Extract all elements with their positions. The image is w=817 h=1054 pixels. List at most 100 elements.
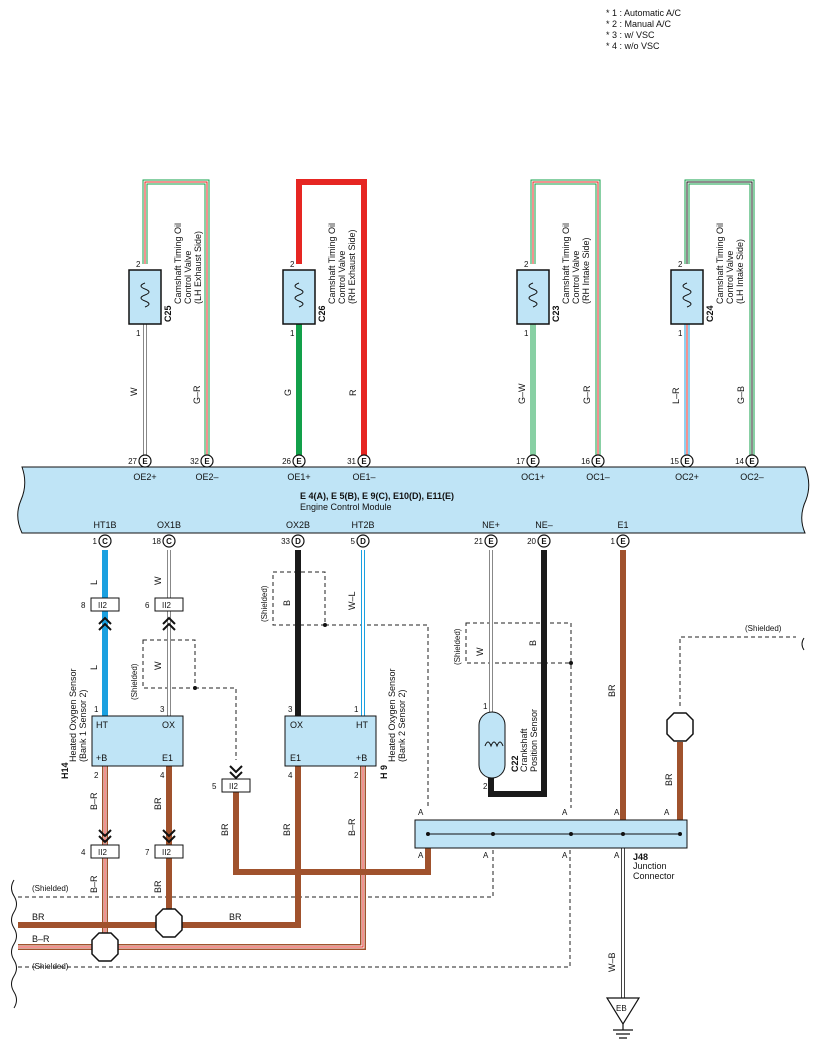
wire-label-gr-2: G–R [582,385,592,404]
h14-label-1: Heated Oxygen Sensor [68,668,78,762]
wire-c23 [530,179,601,458]
svg-text:A: A [418,851,424,860]
h14-ht: HT [96,720,108,730]
h9-pin-e1: 4 [288,771,293,780]
h9-ht: HT [356,720,368,730]
h9-pin-ht: 1 [354,705,359,714]
svg-text:A: A [483,851,489,860]
ecm-pin-label: OE2– [195,472,218,482]
h14-sensor: HT OX +B E1 1 3 2 4 H14 Heated Oxygen Se… [60,668,184,780]
svg-text:8: 8 [81,601,86,610]
ecm-pin-number: 1 [93,537,98,546]
ii2-pin-4: II2 4 [81,829,120,859]
ii2-pin-5: II2 5 [212,765,251,793]
splice-octagon-right [666,712,694,742]
svg-text:II2: II2 [162,601,171,610]
valve-label-1: Camshaft Timing Oil [561,223,571,304]
label-br2-1: B–R [89,792,99,810]
ground-eb: EB [605,997,641,1039]
h14-ox: OX [162,720,175,730]
ecm-pin-connector: C [102,537,108,546]
wire-label-gb: G–B [736,386,746,404]
valve-label-3: (LH Intake Side) [735,239,745,304]
svg-text:A: A [562,808,568,817]
valve-pin-top: 2 [524,260,529,269]
bottom-wire-labels: L L W W B W–L W B BR BR B–R BR B–R BR BR… [32,576,674,972]
ecm-pin-connector: E [595,457,601,466]
h14-pin-ht: 1 [94,705,99,714]
h9-ox: OX [290,720,303,730]
valve-label-3: (RH Intake Side) [581,237,591,304]
ecm-pin-number: 31 [347,457,356,466]
ii2-pin-6: II2 6 [145,597,184,631]
wire-c25 [142,179,210,458]
valve-label-2: Control Valve [571,251,581,304]
svg-text:A: A [664,808,670,817]
valve-pin-top: 2 [136,260,141,269]
valve-pin-bottom: 1 [678,329,683,338]
wire-break-marks [11,637,805,1009]
label-b-2: B [528,640,538,646]
label-br-3: BR [220,823,230,836]
c22-pin-1: 1 [483,702,488,711]
top-wire-labels: W G–R G R G–W G–R L–R G–B [129,383,746,404]
svg-text:4: 4 [81,848,86,857]
wire-label-gr: G–R [192,385,202,404]
valve-label-3: (RH Exhaust Side) [347,229,357,304]
h14-b: +B [96,753,107,763]
ii2-connectors: II2 8 II2 6 II2 5 II2 4 II2 7 [81,597,251,859]
valve-pin-bottom: 1 [290,329,295,338]
valve-code: C26 [317,305,327,322]
ecm-pin-number: 18 [152,537,161,546]
svg-text:A: A [614,851,620,860]
svg-text:A: A [562,851,568,860]
wire-h9-b [18,766,366,950]
ecm-pin-connector: E [204,457,210,466]
valve-pin-bottom: 1 [136,329,141,338]
ecm-pin-number: 16 [581,457,590,466]
label-br-right: BR [664,773,674,786]
note-2: * 2 : Manual A/C [606,19,672,29]
valve-label-1: Camshaft Timing Oil [327,223,337,304]
ecm-pin-connector: E [749,457,755,466]
valve-label-2: Control Valve [725,251,735,304]
h9-b: +B [356,753,367,763]
c22-label-2: Position Sensor [529,709,539,772]
ecm-pin-label: OC1+ [521,472,545,482]
label-br2-2: B–R [89,875,99,893]
ecm-pin-number: 17 [516,457,525,466]
ecm-pin-label: NE– [535,520,553,530]
h9-code: H 9 [379,765,389,779]
c22-pin-2: 2 [483,782,488,791]
splice-octagon-mid [155,908,183,938]
svg-text:II2: II2 [229,782,238,791]
c22-sensor: 1 2 C22 Crankshaft Position Sensor [478,702,539,791]
svg-text:7: 7 [145,848,150,857]
label-l-1: L [89,580,99,585]
valve-label-3: (LH Exhaust Side) [193,231,203,304]
ecm-pin-connector: C [166,537,172,546]
ecm-pin-connector: E [142,457,148,466]
ecm-pin-connector: D [360,537,366,546]
ecm-pin-connector: E [684,457,690,466]
wire-label-lr: L–R [671,387,681,404]
c22-code: C22 [510,755,520,772]
svg-text:6: 6 [145,601,150,610]
wire-label-w: W [129,387,139,396]
c22-label-1: Crankshaft [519,728,529,772]
ecm-pin-label: NE+ [482,520,500,530]
ground-label: EB [616,1004,627,1013]
valve-code: C24 [705,305,715,322]
h14-pin-ox: 3 [160,705,165,714]
label-w-2: W [153,661,163,670]
ecm-pin-label: OC1– [586,472,610,482]
